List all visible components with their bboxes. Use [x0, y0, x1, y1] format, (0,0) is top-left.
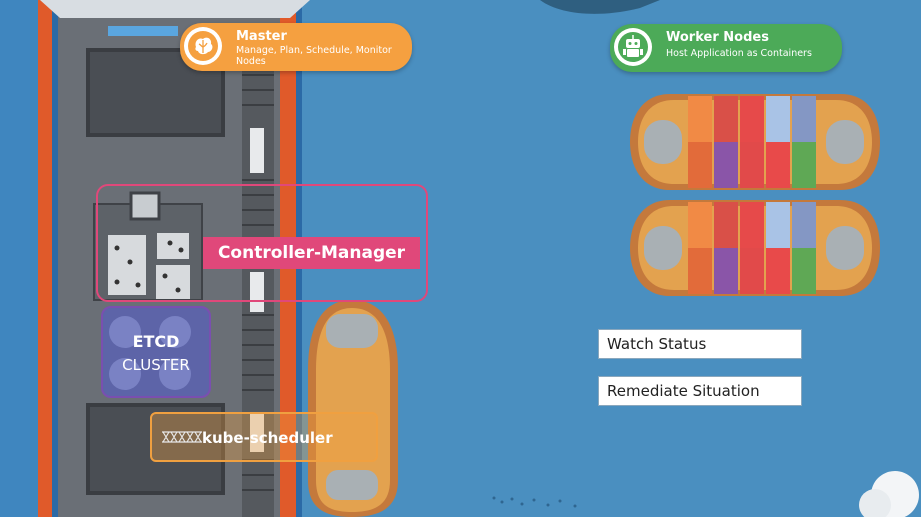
kube-scheduler-label: kube-scheduler — [202, 429, 333, 447]
etcd-cluster: ETCD CLUSTER — [101, 306, 211, 398]
worker-nodes-title: Worker Nodes — [666, 30, 769, 45]
containers-grid — [688, 96, 816, 188]
controller-manager-label: Controller-Manager — [203, 237, 420, 269]
etcd-subtitle: CLUSTER — [122, 356, 190, 374]
remediate-situation-box: Remediate Situation — [598, 376, 802, 406]
master-subtitle-line1: Manage, Plan, Schedule, Monitor — [236, 45, 392, 56]
rail-pattern-icon — [162, 431, 202, 443]
master-badge: Master Manage, Plan, Schedule, Monitor N… — [180, 23, 412, 71]
robot-icon — [614, 28, 652, 66]
master-subtitle-line2: Nodes — [236, 56, 266, 67]
watch-status-box: Watch Status — [598, 329, 802, 359]
kube-scheduler-box: kube-scheduler — [150, 412, 378, 462]
worker-node-ship-2 — [630, 200, 880, 296]
worker-nodes-badge: Worker Nodes Host Application as Contain… — [610, 24, 842, 72]
containers-grid — [688, 202, 816, 294]
etcd-title: ETCD — [132, 332, 180, 351]
worker-nodes-subtitle: Host Application as Containers — [666, 48, 812, 59]
brain-icon — [184, 27, 222, 65]
etcd-nodes-illustration — [109, 316, 191, 390]
master-title: Master — [236, 29, 287, 44]
worker-node-ship-1 — [630, 94, 880, 190]
controller-manager-outline — [96, 184, 428, 302]
master-subtitle: Manage, Plan, Schedule, Monitor Nodes — [236, 45, 392, 67]
